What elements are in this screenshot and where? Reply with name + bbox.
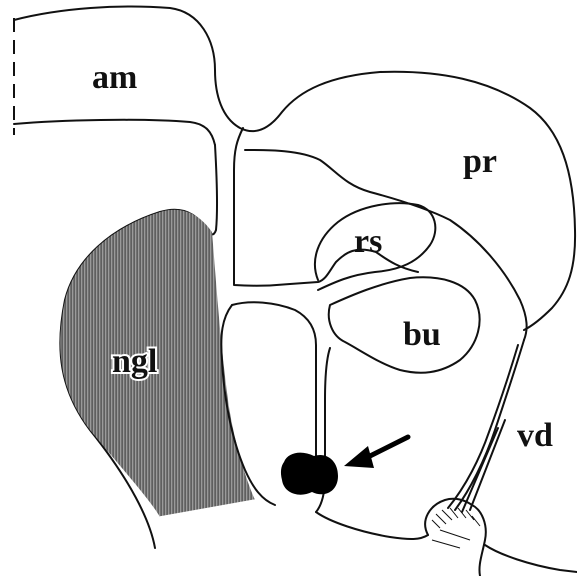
bottom-outline: [316, 512, 428, 539]
label-bu: bu: [403, 316, 441, 353]
vd-duct-inner-a: [448, 345, 518, 508]
vd-duct-inner-b: [462, 420, 505, 512]
label-am: am: [92, 59, 137, 96]
label-pr: pr: [463, 143, 497, 180]
am-lower-outline: [14, 120, 215, 145]
ngl-shaded-region: [60, 210, 255, 517]
black-dot-marker-icon: [281, 453, 338, 495]
stalk-inner-outline: [234, 128, 418, 286]
arrow-pointer-icon: [344, 437, 408, 468]
vd-terminal-hatch: [432, 508, 480, 548]
label-rs: rs: [354, 223, 382, 260]
label-vd: vd: [517, 417, 553, 454]
bottom-right-outline: [485, 545, 577, 572]
label-ngl: ngl: [112, 343, 157, 380]
